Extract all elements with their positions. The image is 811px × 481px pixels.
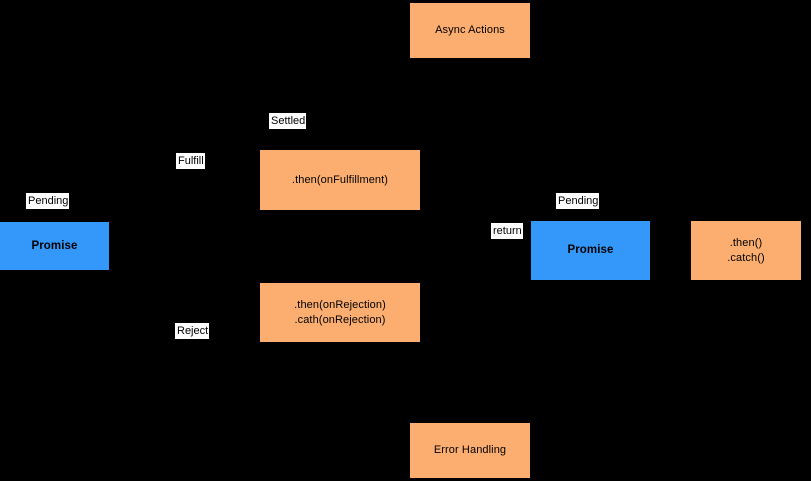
node-then-onrejection-label-1: .then(onRejection) — [294, 298, 386, 311]
node-then-catch-label-1: .then() — [729, 236, 763, 249]
edge-label-reject: Reject — [175, 323, 210, 339]
edge-promise-to-reject — [109, 254, 260, 313]
edge-label-pending-right: Pending — [556, 193, 600, 209]
node-then-onrejection[interactable]: .then(onRejection) .cath(onRejection) — [260, 283, 420, 342]
edge-reject-to-promise2 — [420, 259, 531, 301]
node-promise-returned[interactable]: Promise — [531, 221, 650, 280]
node-then-catch[interactable]: .then() .catch() — [691, 221, 801, 280]
node-promise-initial[interactable]: Promise — [0, 222, 109, 270]
node-then-onfulfillment[interactable]: .then(onFulfillment) — [260, 150, 420, 210]
edge-label-pending-left: Pending — [26, 193, 70, 209]
node-async-actions[interactable]: Async Actions — [410, 3, 530, 58]
node-async-actions-label: Async Actions — [435, 24, 505, 36]
node-error-handling[interactable]: Error Handling — [410, 423, 530, 478]
edge-label-settled: Settled — [269, 113, 307, 129]
node-promise-initial-label: Promise — [31, 239, 78, 252]
edge-label-fulfill: Fulfill — [176, 153, 205, 169]
node-promise-returned-label: Promise — [567, 244, 614, 256]
node-then-catch-label-2: .catch() — [727, 251, 765, 264]
node-error-handling-label: Error Handling — [433, 444, 507, 456]
edge-reject-to-error — [339, 342, 410, 451]
node-then-onfulfillment-label: .then(onFulfillment) — [291, 173, 389, 186]
node-then-onrejection-label-2: .cath(onRejection) — [294, 313, 386, 326]
edge-promise-to-fulfill — [109, 179, 260, 241]
edge-label-return: return — [491, 223, 523, 239]
